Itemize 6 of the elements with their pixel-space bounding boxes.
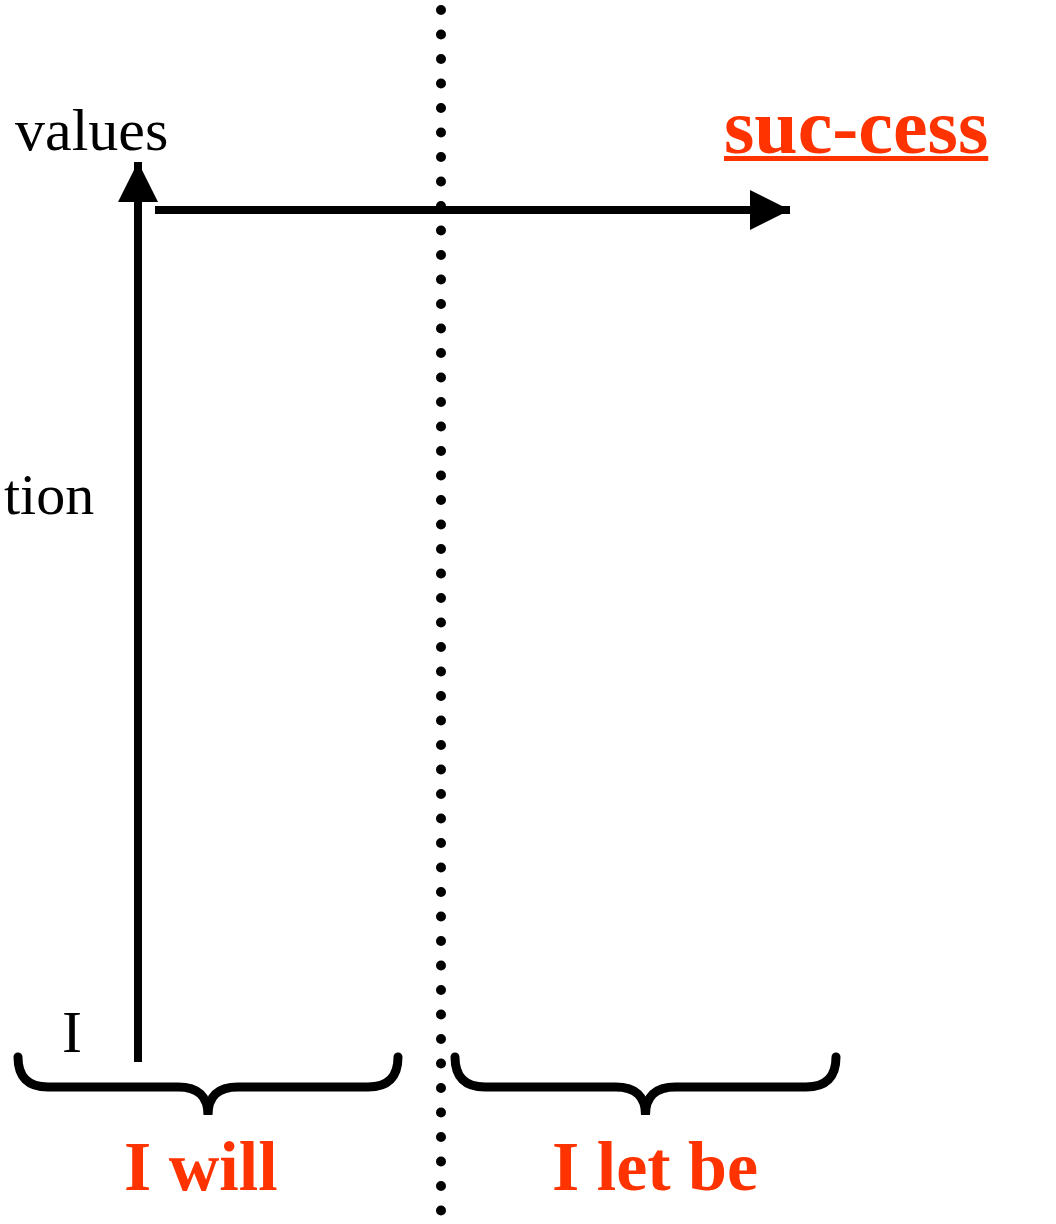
node-text: values [15, 100, 169, 160]
brace-label: I let be [552, 1132, 759, 1202]
node-text: I [62, 1002, 82, 1062]
brace-label: I will [124, 1132, 278, 1202]
edge-label: tion [4, 466, 95, 524]
node-text: suc-cess [724, 88, 989, 174]
